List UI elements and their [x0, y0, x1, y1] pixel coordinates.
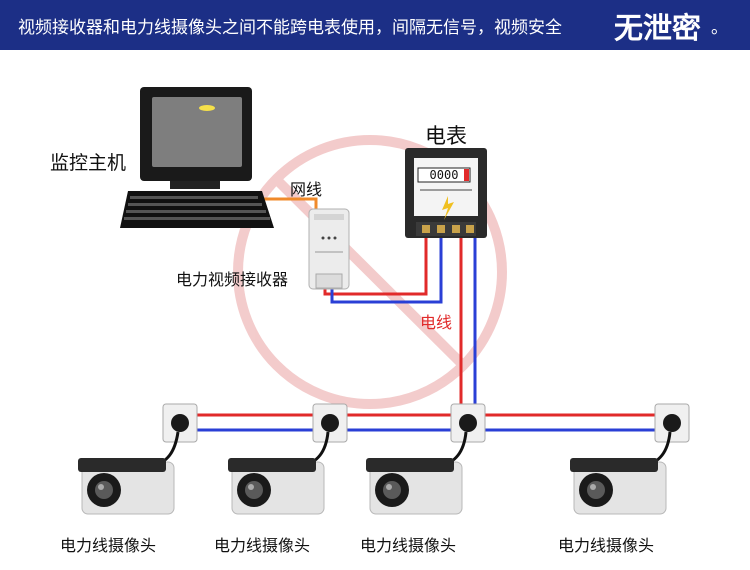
meter-label: 电表 [425, 124, 467, 148]
receiver-power-wires [323, 237, 443, 304]
prohibition-watermark [233, 135, 507, 409]
top-banner: 视频接收器和电力线摄像头之间不能跨电表使用，间隔无信号，视频安全 无泄密 。 [0, 0, 750, 50]
camera-4 [570, 458, 667, 515]
electricity-meter: 0000 [405, 148, 487, 238]
wall-socket [312, 403, 348, 443]
banner-text: 视频接收器和电力线摄像头之间不能跨电表使用，间隔无信号，视频安全 [18, 18, 562, 38]
camera-2 [228, 458, 325, 515]
network-cable-label: 网线 [290, 180, 323, 199]
camera-label: 电力线摄像头 [360, 536, 457, 555]
monitoring-host-label: 监控主机 [50, 152, 127, 174]
meter-output-wires [459, 237, 477, 430]
banner-emphasis: 无泄密 [614, 11, 702, 45]
camera-label: 电力线摄像头 [60, 536, 157, 555]
camera-3 [366, 458, 463, 515]
monitoring-host [120, 87, 274, 228]
wall-socket [654, 403, 690, 443]
camera-1 [78, 458, 175, 515]
camera-label: 电力线摄像头 [214, 536, 311, 555]
power-line-label: 电线 [420, 313, 453, 332]
meter-display: 0000 [430, 168, 459, 182]
network-cable [258, 197, 318, 213]
wall-socket [450, 403, 486, 443]
power-bus [180, 413, 672, 432]
wall-socket [162, 403, 198, 443]
banner-end: 。 [711, 18, 728, 38]
camera-label: 电力线摄像头 [558, 536, 655, 555]
receiver-label: 电力视频接收器 [176, 270, 289, 289]
power-video-receiver [308, 208, 350, 290]
